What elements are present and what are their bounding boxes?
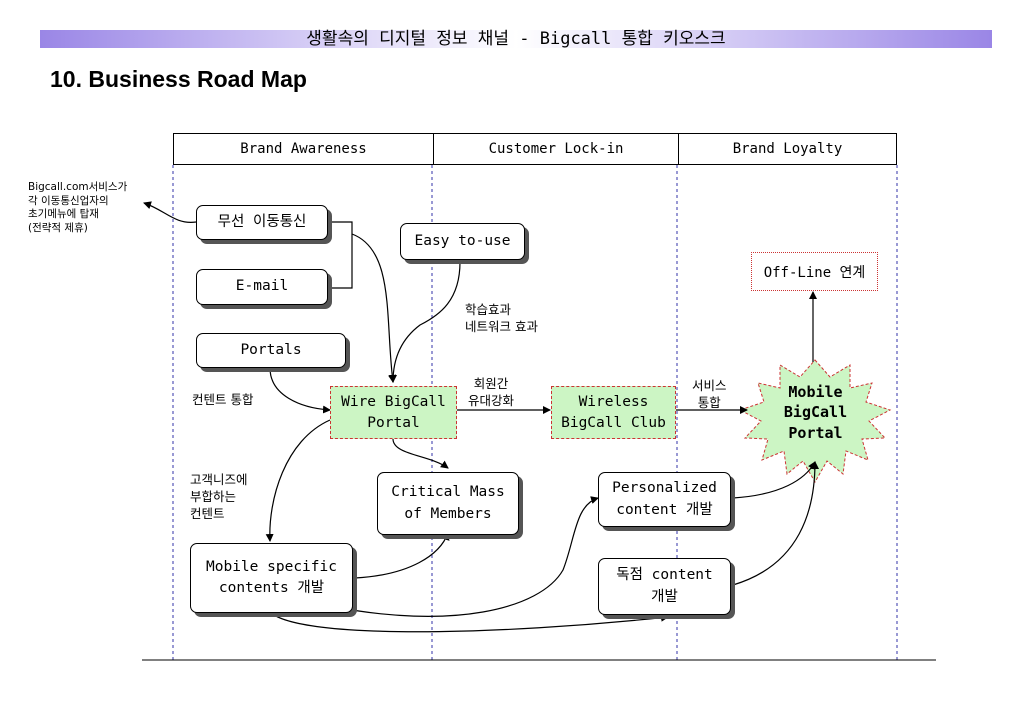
member-bond-label: 회원간 유대강화: [468, 376, 515, 408]
box-wire-bigcall-portal: Wire BigCall Portal: [330, 386, 457, 439]
header-band: 생활속의 디지털 정보 채널 - Bigcall 통합 키오스크: [40, 30, 992, 48]
phase-customer-lock-in: Customer Lock-in: [433, 134, 678, 164]
box-mobile-telecom: 무선 이동통신: [196, 205, 328, 240]
mobile-bigcall-portal-label: Mobile BigCall Portal: [783, 383, 848, 442]
phase-brand-awareness: Brand Awareness: [240, 141, 367, 157]
page-title: 10. Business Road Map: [50, 66, 307, 92]
phase-header-row: Brand Awareness Customer Lock-in Brand L…: [173, 133, 897, 165]
box-easy-to-use: Easy to-use: [400, 223, 525, 260]
box-critical-mass: Critical Mass of Members: [377, 472, 519, 535]
header-band-text: 생활속의 디지털 정보 채널 - Bigcall 통합 키오스크: [306, 29, 726, 49]
box-portals: Portals: [196, 333, 346, 368]
customer-needs-label: 고객니즈에 부합하는 컨텐트: [190, 472, 248, 521]
mobile-portal-starburst: [738, 359, 892, 484]
box-exclusive-content: 독점 content 개발: [598, 558, 731, 615]
box-mobile-specific-contents: Mobile specific contents 개발: [190, 543, 353, 613]
learning-effect-label: 학습효과 네트워크 효과: [465, 302, 538, 334]
phase-brand-loyalty: Brand Loyalty: [678, 134, 896, 164]
service-integration-label: 서비스 통합: [692, 378, 727, 410]
content-integration-label: 컨텐트 통합: [192, 392, 254, 407]
box-offline-link: Off-Line 연계: [751, 252, 878, 291]
box-wireless-bigcall-club: Wireless BigCall Club: [551, 386, 676, 439]
box-email: E-mail: [196, 269, 328, 305]
box-personalized-content: Personalized content 개발: [598, 472, 731, 527]
bigcall-alliance-note: Bigcall.com서비스가 각 이동통신업자의 초기메뉴에 탑재 (전략적 …: [28, 181, 128, 234]
